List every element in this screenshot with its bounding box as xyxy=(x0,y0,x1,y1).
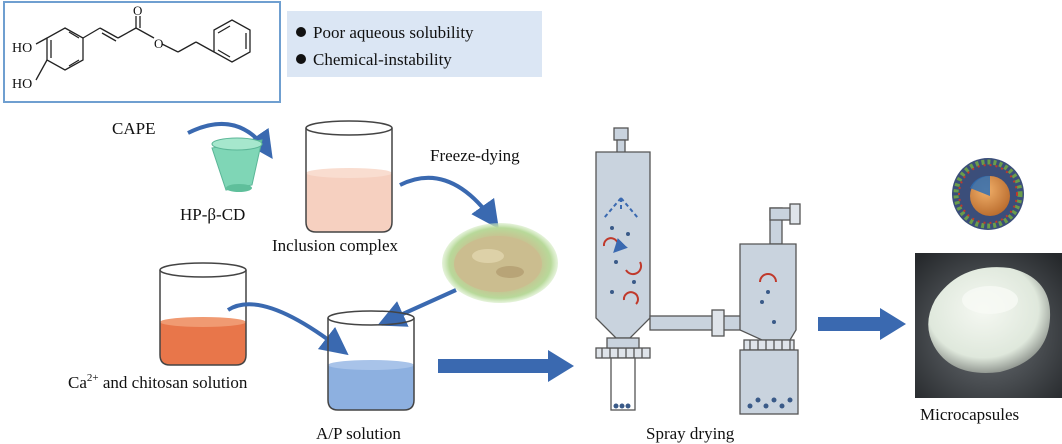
to-microcapsules-arrow xyxy=(818,308,906,340)
molecule-box-border xyxy=(3,1,281,103)
microcapsule-powder-photo xyxy=(915,253,1062,398)
molecule-ho-bottom: HO xyxy=(12,77,32,92)
property-item: Poor aqueous solubility xyxy=(313,23,474,42)
molecule-ho-top: HO xyxy=(12,41,32,56)
to-spray-dryer-arrow xyxy=(438,350,574,382)
ca-label: Ca xyxy=(68,373,87,392)
ca-chitosan-arrow xyxy=(226,302,349,356)
ap-solution-label: A/P solution xyxy=(316,424,401,443)
property-item: Chemical-instability xyxy=(313,50,452,69)
inclusion-powder-icon xyxy=(442,223,558,303)
hp-cd-label: HP-β-CD xyxy=(180,205,245,224)
cape-skeletal-formula xyxy=(35,16,251,81)
connecting-pipe xyxy=(649,309,743,337)
drying-swirls-icon xyxy=(602,237,643,305)
bullet-icon xyxy=(296,27,306,37)
chitosan-solution-label: and chitosan solution xyxy=(99,373,248,392)
microcapsules-label: Microcapsules xyxy=(920,405,1019,424)
ca-charge-superscript: 2+ xyxy=(87,372,99,384)
properties-box-fill xyxy=(287,11,542,77)
ca-chitosan-label: Ca2+ and chitosan solution xyxy=(68,372,248,392)
spray-mist-icon xyxy=(603,197,639,219)
ap-solution-beaker xyxy=(327,310,415,411)
cyclone-swirl-icon xyxy=(759,273,777,283)
cape-label: CAPE xyxy=(112,119,155,138)
droplet-particles xyxy=(610,226,636,409)
freeze-drying-label: Freeze-dying xyxy=(430,146,520,165)
collected-particles xyxy=(747,290,793,409)
inclusion-complex-beaker xyxy=(305,120,393,233)
inclusion-complex-label: Inclusion complex xyxy=(272,236,399,255)
molecule-ester-o: O xyxy=(154,36,163,51)
freeze-drying-arrow xyxy=(399,175,499,229)
bullet-icon xyxy=(296,54,306,64)
cyclone-separator xyxy=(739,203,801,415)
ca-chitosan-beaker xyxy=(159,262,247,366)
cape-structure-box: HO HO O O xyxy=(3,1,281,103)
properties-box: Poor aqueous solubility Chemical-instabi… xyxy=(287,11,542,77)
molecule-carbonyl-o: O xyxy=(133,3,142,18)
powder-to-solution-arrow xyxy=(377,288,457,327)
spray-drying-label: Spray drying xyxy=(646,424,735,443)
microcapsule-model-icon xyxy=(952,158,1024,230)
spray-dryer xyxy=(595,127,651,411)
hp-cd-cone-icon xyxy=(211,137,263,192)
